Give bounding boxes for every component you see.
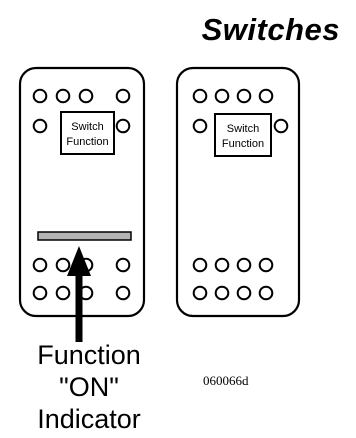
dot-row-top (32, 88, 131, 134)
switch-panel-right: Switch Function (175, 66, 301, 318)
dot (236, 88, 252, 104)
switch-body (175, 66, 301, 318)
dot (192, 118, 208, 134)
dot-row-top (192, 88, 289, 134)
dot (214, 285, 230, 301)
dot (258, 257, 274, 273)
dot (55, 257, 71, 273)
figure-code: 060066d (203, 373, 249, 388)
switch-function-label-line1: Switch (71, 121, 103, 133)
dot (32, 118, 48, 134)
dot (258, 285, 274, 301)
dot (236, 257, 252, 273)
on-indicator-bar (37, 231, 132, 241)
dot (115, 285, 131, 301)
arrow-shaft (75, 272, 83, 342)
dot (273, 118, 289, 134)
dot (115, 88, 131, 104)
dot (32, 285, 48, 301)
dot (55, 88, 71, 104)
dot (192, 285, 208, 301)
page-title: Switches (201, 12, 340, 47)
dot (78, 88, 94, 104)
callout-line-indicator: Indicator (37, 404, 141, 434)
dot (55, 285, 71, 301)
dot-row-bottom (192, 257, 274, 301)
dot (258, 88, 274, 104)
dot (214, 88, 230, 104)
dot-row-bottom (32, 257, 131, 301)
switch-function-label-line1: Switch (227, 123, 259, 135)
dot (32, 88, 48, 104)
switch-function-label-line2: Function (222, 138, 264, 150)
dot (115, 257, 131, 273)
switch-function-box (60, 111, 115, 155)
indicator-arrow (67, 246, 91, 342)
dot (192, 257, 208, 273)
switch-function-label-line2: Function (66, 136, 108, 148)
switch-function-box (214, 113, 272, 157)
callout-line-on: "ON" (59, 372, 119, 402)
dot (192, 88, 208, 104)
dot (32, 257, 48, 273)
switch-panel-left: Switch Function (18, 66, 146, 318)
dot (115, 118, 131, 134)
dot (214, 257, 230, 273)
callout-line-function: Function (37, 340, 141, 370)
dot (236, 285, 252, 301)
arrow-head (67, 246, 91, 276)
